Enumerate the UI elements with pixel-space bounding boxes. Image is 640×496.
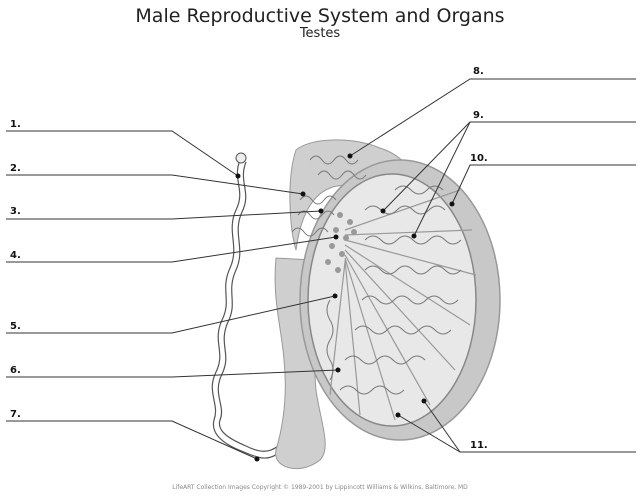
leader-dots (235, 153, 455, 462)
label-11: 11. (470, 440, 488, 451)
tunica-albuginea (307, 173, 477, 427)
leader-lines (6, 78, 636, 460)
label-5: 5. (10, 321, 21, 332)
copyright-notice: LifeART Collection Images Copyright © 19… (172, 484, 468, 491)
label-10: 10. (470, 153, 488, 164)
label-7: 7. (10, 409, 21, 420)
ductus-deferens (211, 159, 281, 459)
page-title: Male Reproductive System and Organs (135, 5, 505, 27)
rete-testis (325, 212, 357, 273)
label-8: 8. (473, 66, 484, 77)
seminiferous-tubules (326, 185, 462, 395)
label-3: 3. (10, 206, 21, 217)
label-9: 9. (473, 110, 484, 121)
efferent-ductules (291, 155, 367, 237)
label-1: 1. (10, 119, 21, 130)
label-4: 4. (10, 250, 21, 261)
page-subtitle: Testes (299, 26, 341, 41)
label-2: 2. (10, 163, 21, 174)
septa (329, 189, 477, 421)
duct-opening (235, 152, 247, 164)
label-6: 6. (10, 365, 21, 376)
